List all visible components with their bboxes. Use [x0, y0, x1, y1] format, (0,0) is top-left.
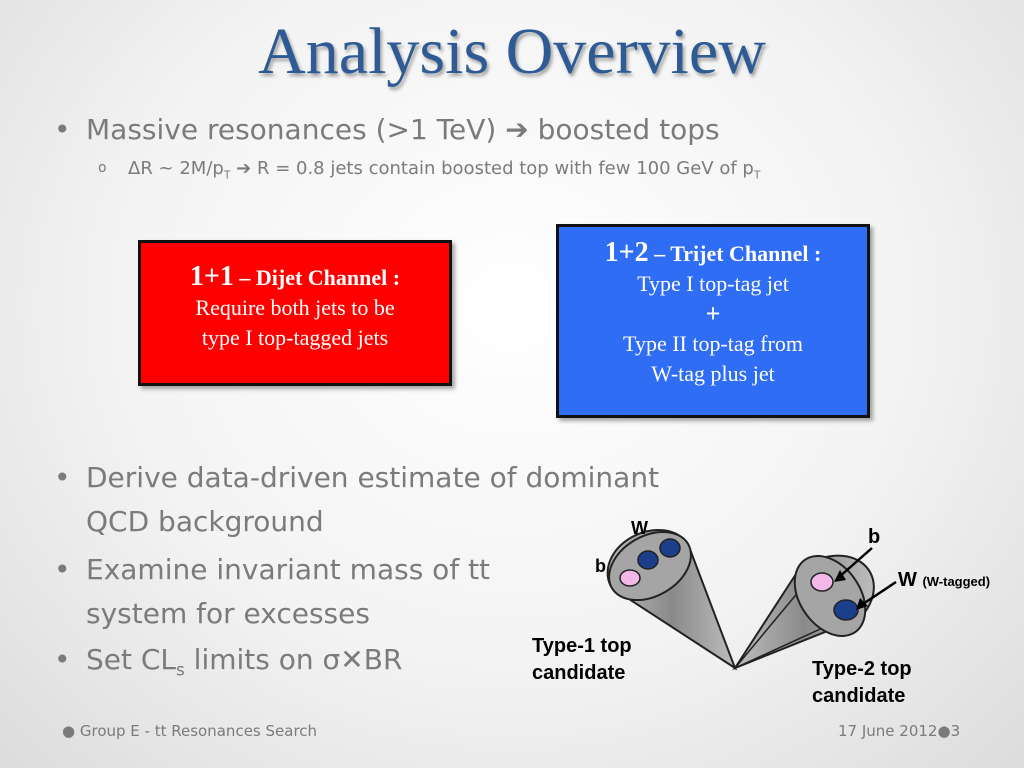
bullet-line-1: Examine invariant mass of tt	[86, 553, 491, 586]
bullet-text-post: limits on σ✕BR	[184, 643, 403, 676]
trijet-heading: 1+2 – Trijet Channel :	[559, 237, 867, 269]
bullet-line-1: Derive data-driven estimate of dominant	[86, 461, 660, 494]
w-right-label: W (W-tagged)	[898, 569, 990, 592]
dijet-line-2: type I top-tagged jets	[201, 325, 389, 350]
bullet-set-limits: • Set CLs limits on σ✕BR	[54, 638, 403, 692]
dijet-heading-num: 1+1	[189, 261, 234, 292]
trijet-line-2: Type II top-tag from	[623, 331, 803, 356]
sub-bullet-delta-r: o ΔR ~ 2M/pT ➔ R = 0.8 jets contain boos…	[98, 158, 761, 182]
type2-label-line-1: Type-2 top	[812, 658, 912, 680]
bullet-examine-mass: • Examine invariant mass of tt system fo…	[54, 548, 491, 636]
footer-dot: ●	[937, 722, 951, 740]
dijet-heading: 1+1 – Dijet Channel :	[141, 261, 449, 293]
type1-subjet-blue-1	[637, 550, 659, 570]
page-number: 3	[950, 722, 961, 740]
trijet-heading-num: 1+2	[604, 237, 649, 268]
bullet-dot: •	[54, 553, 71, 586]
trijet-line-3: W-tag plus jet	[651, 361, 775, 386]
type1-label-line-2: candidate	[532, 662, 626, 684]
w-right-letter: W	[898, 569, 917, 591]
bullet-line-2: QCD background	[86, 505, 324, 538]
bullet-dot: •	[54, 461, 71, 494]
bullet-derive-estimate: • Derive data-driven estimate of dominan…	[54, 456, 660, 544]
w-left-label: W	[631, 518, 648, 538]
w-arrowhead	[856, 598, 868, 610]
bullet-text-pre: Set CL	[86, 643, 177, 676]
type1-subjet-blue-2	[659, 538, 681, 558]
footer-date: 17 June 2012	[838, 722, 938, 740]
footer-right: 17 June 2012●3	[838, 722, 960, 740]
bullet-line-2: system for excesses	[86, 597, 370, 630]
sub-text-a: ΔR ~ 2M/p	[128, 158, 224, 179]
footer-dot: ●	[62, 722, 76, 740]
bullet-text: Massive resonances (>1 TeV) ➔ boosted to…	[86, 113, 720, 146]
sub-text-b: ➔ R = 0.8 jets contain boosted top with …	[230, 158, 754, 179]
sub-text-b-subscript: T	[753, 168, 761, 182]
footer-title: Group E - tt Resonances Search	[79, 722, 318, 740]
bullet-dot: •	[54, 113, 71, 146]
type2-label: Type-2 top candidate	[812, 656, 912, 710]
b-arrowhead	[834, 570, 846, 582]
footer-left: ● Group E - tt Resonances Search	[62, 722, 317, 740]
trijet-heading-text: – Trijet Channel :	[648, 241, 822, 266]
b-left-label: b	[595, 556, 606, 576]
type2-label-line-2: candidate	[812, 685, 906, 707]
slide-title: Analysis Overview	[258, 15, 766, 88]
bullet-text-subscript: s	[176, 659, 185, 680]
trijet-channel-box: 1+2 – Trijet Channel : Type I top-tag je…	[556, 224, 870, 418]
trijet-plus: +	[705, 299, 721, 328]
dijet-line-1: Require both jets to be	[195, 295, 395, 320]
bullet-dot: •	[54, 643, 71, 676]
w-tagged-note: (W-tagged)	[922, 574, 991, 589]
dijet-heading-text: – Dijet Channel :	[233, 265, 401, 290]
type1-label: Type-1 top candidate	[532, 633, 632, 687]
type2-subjet-pink	[810, 572, 834, 592]
trijet-line-1: Type I top-tag jet	[637, 271, 789, 296]
type2-subjet-blue	[833, 599, 859, 621]
sub-bullet-marker: o	[98, 160, 107, 176]
dijet-channel-box: 1+1 – Dijet Channel : Require both jets …	[138, 240, 452, 386]
b-arrow	[837, 547, 873, 579]
type1-label-line-1: Type-1 top	[532, 635, 632, 657]
sub-text-a-subscript: T	[223, 168, 231, 182]
b-right-label: b	[868, 526, 881, 548]
bullet-massive-resonances: • Massive resonances (>1 TeV) ➔ boosted …	[54, 108, 720, 152]
type1-subjet-pink	[619, 569, 641, 587]
w-arrow	[859, 580, 897, 608]
